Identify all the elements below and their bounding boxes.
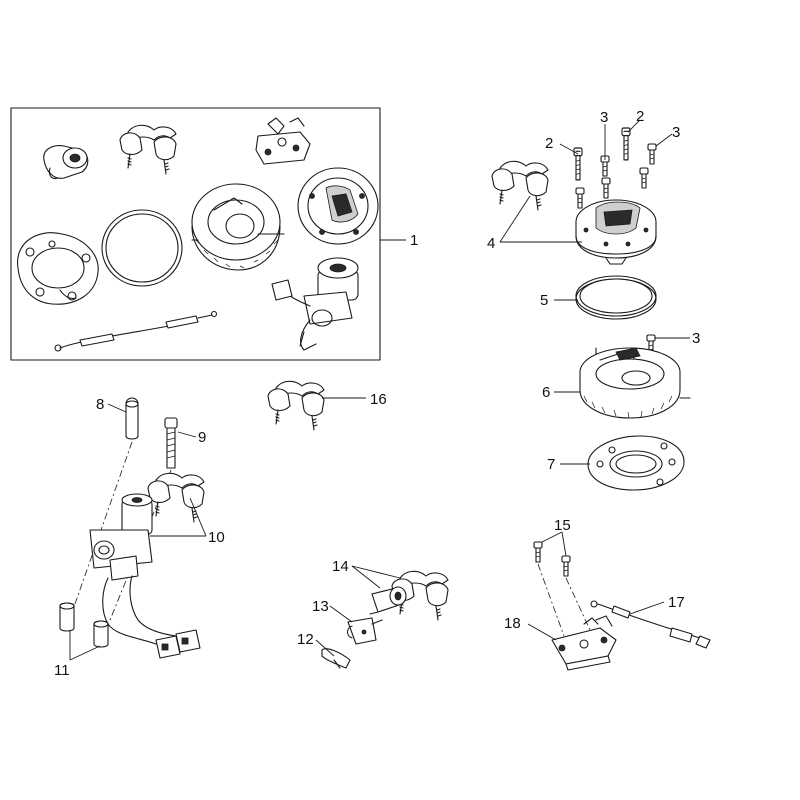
callout-labels: 1 2 2 3 3 3 4 5 6 7 8 9 10 11 12 13 14 1… (54, 108, 700, 679)
cap-gasket (587, 435, 685, 491)
leader-lines (69, 119, 690, 661)
callout-17: 17 (668, 594, 685, 611)
callout-8: 8 (96, 396, 104, 413)
ignition-lock-assembly (59, 397, 205, 659)
key-set-ignition (147, 472, 205, 523)
flange-kit (191, 183, 285, 271)
callout-2a: 2 (545, 135, 553, 152)
callout-12: 12 (297, 631, 314, 648)
key-set-kit (119, 124, 177, 175)
fuel-cap-kit (297, 167, 379, 245)
callout-3a: 3 (600, 109, 608, 126)
callout-4: 4 (487, 235, 495, 252)
cap-seal-ring (575, 275, 657, 320)
fuel-cap-assembly (491, 127, 691, 491)
seat-lock-cylinder (369, 586, 407, 615)
callout-11: 11 (54, 662, 70, 679)
key-set-16 (267, 380, 325, 431)
callout-2b: 2 (636, 108, 644, 125)
callout-15: 15 (554, 517, 571, 534)
pin-part-8 (125, 397, 139, 440)
callout-18: 18 (504, 615, 521, 632)
cable-part-17 (590, 600, 711, 649)
screws-part-15 (533, 541, 591, 637)
seat-latch-assembly (533, 541, 711, 671)
key-set-cap (491, 160, 549, 211)
clip-part-12 (321, 648, 351, 669)
latch-bracket-kit (255, 117, 311, 165)
spacer-part-11 (59, 602, 109, 648)
callout-14: 14 (332, 558, 349, 575)
lock-cylinder-part (43, 145, 89, 180)
base-gasket-kit (17, 232, 99, 305)
callout-1: 1 (410, 232, 418, 249)
callout-16: 16 (370, 391, 387, 408)
callout-13: 13 (312, 598, 329, 615)
callout-6: 6 (542, 384, 550, 401)
latch-part-18 (551, 615, 617, 671)
seal-ring-kit (101, 209, 183, 287)
bolt-part-9 (164, 417, 178, 469)
fuel-cap (575, 199, 657, 265)
callout-10: 10 (208, 529, 225, 546)
lock-lever-part-13 (346, 617, 383, 645)
callout-3b: 3 (672, 124, 680, 141)
release-cable-kit (54, 310, 218, 352)
cap-screws (573, 127, 657, 209)
seat-lock-assembly (321, 570, 449, 669)
callout-7: 7 (547, 456, 555, 473)
ignition-lock-body (89, 493, 201, 659)
kit-box (10, 107, 381, 361)
callout-9: 9 (198, 429, 206, 446)
callout-3c: 3 (692, 330, 700, 347)
cap-flange (579, 347, 691, 419)
callout-5: 5 (540, 292, 548, 309)
ignition-switch-kit (271, 257, 359, 351)
